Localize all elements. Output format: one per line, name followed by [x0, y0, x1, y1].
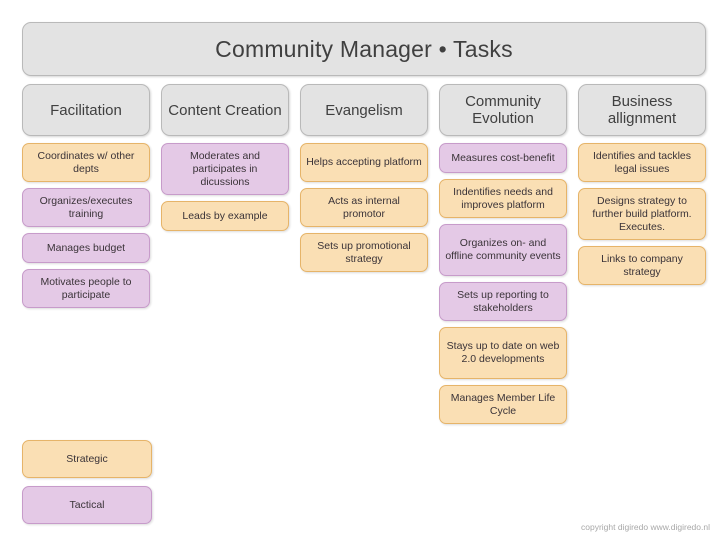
- legend-item-strategic: Strategic: [22, 440, 152, 478]
- task-card[interactable]: Acts as internal promotor: [300, 188, 428, 227]
- task-label: Manages budget: [46, 241, 126, 254]
- task-card[interactable]: Indentifies needs and improves platform: [439, 179, 567, 218]
- task-card[interactable]: Coordinates w/ other depts: [22, 143, 150, 182]
- task-label: Sets up promotional strategy: [317, 239, 411, 265]
- column-header[interactable]: Content Creation: [161, 84, 289, 136]
- task-label: Moderates and participates in dicussions: [189, 149, 261, 188]
- task-card[interactable]: Organizes on- and offline community even…: [439, 224, 567, 276]
- column-header-label: Evangelism: [325, 101, 403, 119]
- task-card[interactable]: Sets up reporting to stakeholders: [439, 282, 567, 321]
- task-card[interactable]: Links to company strategy: [578, 246, 706, 285]
- column-header-label: Business allignment: [607, 93, 677, 127]
- task-label: Acts as internal promotor: [328, 194, 400, 220]
- task-list: Moderates and participates in dicussions…: [161, 143, 289, 231]
- task-label: Links to company strategy: [601, 252, 683, 278]
- diagram-title-banner: Community Manager • Tasks: [22, 22, 706, 76]
- column-header[interactable]: Facilitation: [22, 84, 150, 136]
- column-header-label: Community Evolution: [465, 93, 541, 127]
- copyright-notice: copyright digiredo www.digiredo.nl: [581, 522, 710, 532]
- task-card[interactable]: Identifies and tackles legal issues: [578, 143, 706, 182]
- task-card[interactable]: Sets up promotional strategy: [300, 233, 428, 272]
- task-card[interactable]: Designs strategy to further build platfo…: [578, 188, 706, 240]
- task-label: Sets up reporting to stakeholders: [457, 288, 549, 314]
- legend-item-label: Strategic: [66, 453, 108, 465]
- task-label: Coordinates w/ other depts: [37, 149, 135, 175]
- task-card[interactable]: Measures cost-benefit: [439, 143, 567, 173]
- legend-item-tactical: Tactical: [22, 486, 152, 524]
- task-card[interactable]: Stays up to date on web 2.0 developments: [439, 327, 567, 379]
- column-header-label: Facilitation: [50, 101, 122, 119]
- task-label: Stays up to date on web 2.0 developments: [446, 340, 560, 365]
- task-card[interactable]: Moderates and participates in dicussions: [161, 143, 289, 195]
- task-card[interactable]: Leads by example: [161, 201, 289, 231]
- task-label: Leads by example: [182, 209, 268, 222]
- task-card[interactable]: Helps accepting platform: [300, 143, 428, 182]
- column-header-label: Content Creation: [168, 101, 282, 119]
- legend-item-label: Tactical: [69, 499, 105, 511]
- task-label: Designs strategy to further build platfo…: [592, 194, 692, 233]
- column-header[interactable]: Evangelism: [300, 84, 428, 136]
- task-label: Organizes on- and offline community even…: [445, 237, 561, 262]
- task-label: Measures cost-benefit: [451, 151, 555, 164]
- task-card[interactable]: Manages Member Life Cycle: [439, 385, 567, 424]
- task-card[interactable]: Organizes/executes training: [22, 188, 150, 227]
- task-label: Organizes/executes training: [39, 194, 133, 220]
- column-header[interactable]: Business allignment: [578, 84, 706, 136]
- page-title: Community Manager • Tasks: [215, 35, 513, 62]
- task-label: Manages Member Life Cycle: [450, 391, 556, 417]
- task-label: Indentifies needs and improves platform: [453, 185, 553, 211]
- task-label: Motivates people to participate: [40, 275, 132, 301]
- task-label: Identifies and tackles legal issues: [592, 149, 692, 175]
- task-card[interactable]: Motivates people to participate: [22, 269, 150, 308]
- task-card[interactable]: Manages budget: [22, 233, 150, 263]
- column-header[interactable]: Community Evolution: [439, 84, 567, 136]
- task-label: Helps accepting platform: [306, 156, 422, 168]
